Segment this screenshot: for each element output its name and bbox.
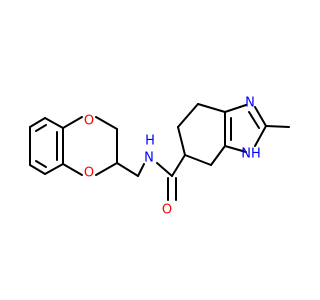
bond-nimine-c2-b (248, 111, 260, 129)
bond-c3a-nimine (224, 104, 247, 113)
bond-ch-linker (116, 162, 139, 177)
bond-ch-o2 (95, 162, 118, 176)
bond-o1-ch2 (95, 116, 118, 130)
carbonyl-oxygen-label: O (162, 203, 172, 218)
amide-nitrogen-label: N (144, 151, 154, 166)
bond-linker-n (137, 163, 145, 177)
amide-hydrogen-label: H (145, 134, 155, 149)
bond-ring-to-o1 (62, 116, 83, 129)
oxygen-label-bottom: O (84, 166, 94, 181)
bond-benzene-5 (29, 164, 46, 175)
bond-nimine-c2-a (254, 106, 267, 127)
bond-benzene-inner-3 (35, 160, 47, 168)
bond-benzene-2 (44, 117, 64, 129)
bond-c2-nh (254, 125, 267, 147)
bond-benzene-1 (29, 117, 46, 128)
bond-c2-methyl (265, 125, 290, 128)
bonds (29, 103, 290, 201)
bond-c7a-c7 (210, 145, 226, 166)
ring-nh-label: NH (241, 147, 261, 162)
chemical-structure-diagram: O O N H O N NH (29, 96, 290, 218)
atom-labels: O O N H O N NH (84, 96, 261, 218)
bond-o2-ring (62, 163, 83, 176)
bond-nh-c7a (224, 145, 247, 153)
bond-c3-c3a (197, 103, 226, 113)
oxygen-label-top: O (84, 114, 94, 129)
bond-c7-c5 (184, 154, 212, 166)
bond-carbonyl-c5 (171, 154, 186, 177)
imine-nitrogen-label: N (245, 96, 255, 111)
bond-benzene-4 (44, 163, 64, 175)
bond-n-carbonyl (156, 162, 173, 177)
bond-c5-c4 (177, 126, 186, 156)
bond-c4-c3 (177, 103, 199, 128)
bond-benzene-inner-1 (35, 124, 47, 132)
